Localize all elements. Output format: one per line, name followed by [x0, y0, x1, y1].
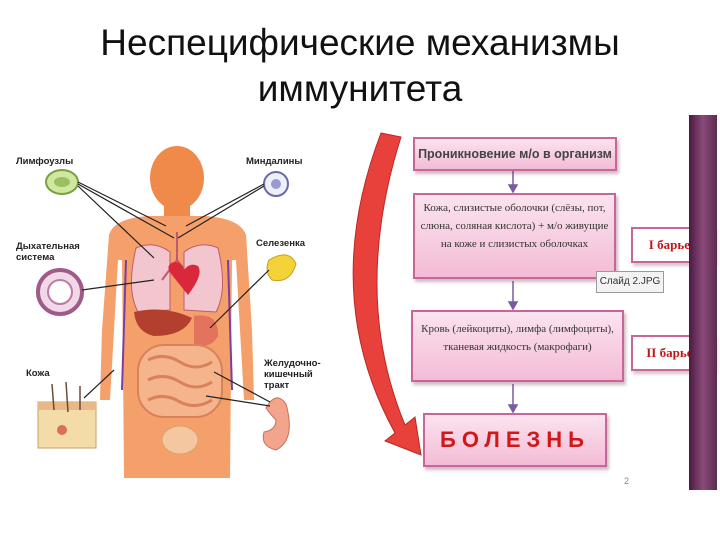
stomach — [194, 315, 219, 346]
decorative-side-bar — [689, 115, 717, 490]
down-arrows — [507, 169, 519, 414]
label-respiratory-system: Дыхательная система — [16, 241, 80, 263]
image-tooltip: Слайд 2.JPG — [596, 271, 664, 293]
page-number: 2 — [624, 476, 630, 486]
vessels — [121, 259, 233, 391]
label-spleen: Селезенка — [256, 238, 305, 249]
intestines — [137, 344, 223, 418]
tonsil-icon — [263, 171, 289, 197]
slide-title: Неспецифические механизмы иммунитета — [0, 20, 720, 112]
skin-icon — [37, 381, 97, 449]
first-barrier-box: Кожа, слизистые оболочки (слёзы, пот, сл… — [413, 193, 616, 279]
flow-arrows — [352, 132, 519, 456]
connector-lines — [77, 181, 271, 407]
airway-icon — [36, 268, 84, 316]
label-skin: Кожа — [26, 368, 50, 379]
label-gi-tract: Желудочно- кишечный тракт — [264, 358, 321, 391]
label-lymph-nodes: Лимфоузлы — [16, 156, 74, 167]
label-tonsils: Миндалины — [246, 156, 303, 167]
entry-box: Проникновение м/о в организм — [413, 137, 617, 171]
second-barrier-box: Кровь (лейкоциты), лимфа (лимфоциты), тк… — [411, 310, 624, 382]
anatomy-figure: Лимфоузлы Миндалины Дыхательная система … — [14, 140, 332, 478]
anatomy-illustration — [36, 146, 297, 478]
lymph-node-icon — [45, 169, 79, 195]
lungs — [130, 232, 224, 313]
gi-tract-icon — [262, 397, 290, 451]
bladder — [161, 425, 199, 455]
title-line-2: иммунитета — [257, 68, 463, 109]
spleen-icon — [266, 254, 297, 282]
liver — [134, 309, 192, 336]
title-line-1: Неспецифические механизмы — [100, 22, 620, 63]
big-curved-arrow — [352, 132, 422, 456]
disease-box: БОЛЕЗНЬ — [423, 413, 607, 467]
barrier-flow-diagram: Проникновение м/о в организм Кожа, слизи… — [343, 115, 720, 490]
heart — [168, 262, 200, 295]
